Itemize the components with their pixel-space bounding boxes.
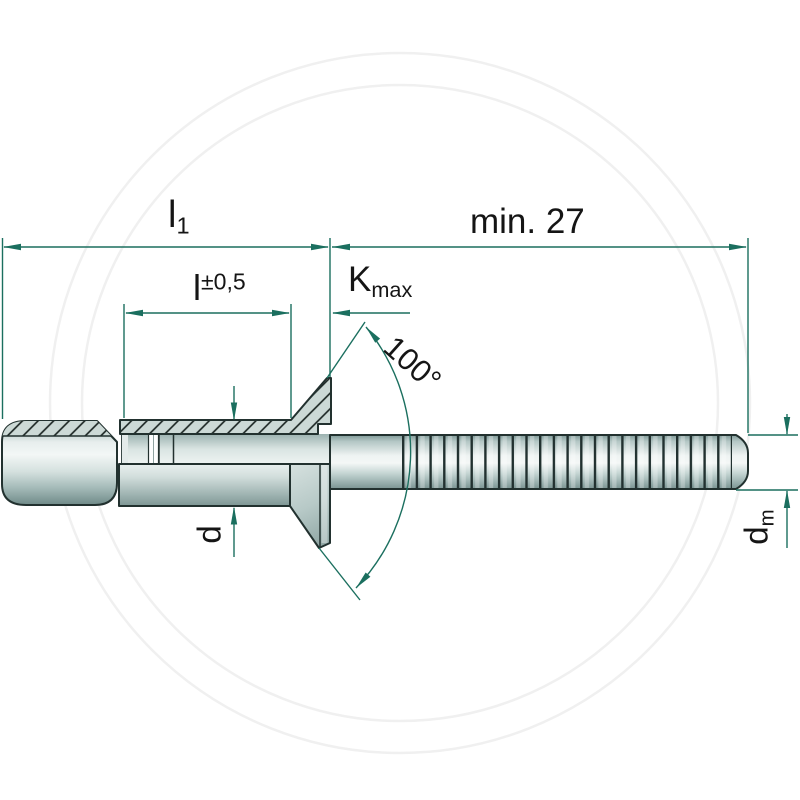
dimension-arrowheads <box>3 243 791 588</box>
label-min27: min. 27 <box>470 202 585 241</box>
mandrel-ring <box>158 433 175 465</box>
angle-arc <box>355 326 412 589</box>
sleeve-external <box>118 463 291 507</box>
label-l-tolerance: l±0,5 <box>193 267 246 308</box>
label-d: d <box>190 525 228 544</box>
label-l1: l1 <box>168 194 190 239</box>
sleeve-section-hatched <box>119 377 332 435</box>
dimension-graphics <box>1 238 798 601</box>
rivet-part <box>1 377 749 549</box>
angle-leg-bottom <box>318 547 361 601</box>
sleeve-counterbore-band <box>121 433 129 465</box>
angle-leg-top <box>326 321 366 379</box>
stem-serrations <box>402 436 732 488</box>
mandrel-head-knurling <box>2 421 117 437</box>
label-d-m: dm <box>737 509 779 545</box>
watermark-circles <box>48 51 752 755</box>
label-k-max: Kmax <box>348 260 413 303</box>
